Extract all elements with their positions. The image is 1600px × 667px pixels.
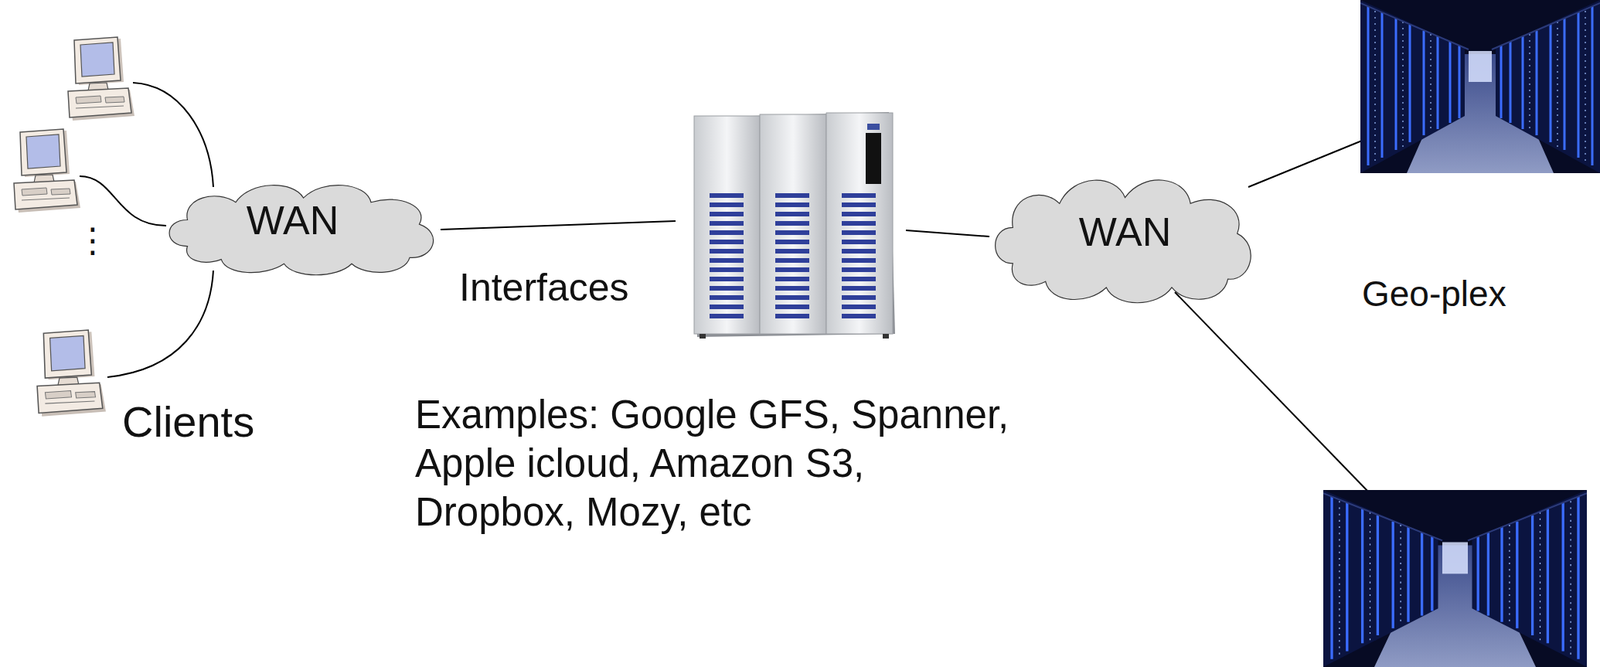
server-cabinet — [694, 112, 896, 339]
vent — [775, 285, 810, 291]
vent — [841, 193, 876, 198]
vent — [775, 267, 810, 273]
vent — [841, 267, 876, 273]
vent — [709, 258, 744, 263]
vent — [775, 211, 810, 217]
vent — [841, 230, 876, 235]
vent — [709, 276, 744, 282]
vent — [775, 230, 810, 235]
vent — [841, 248, 876, 254]
vent — [709, 230, 744, 235]
vent — [709, 285, 744, 291]
vent — [775, 304, 810, 310]
network-wire — [440, 140, 1369, 492]
computer-icon — [68, 37, 135, 121]
vent — [841, 313, 876, 319]
examples-note: Examples: Google GFS, Spanner, Apple icl… — [415, 390, 1030, 537]
vent — [709, 304, 744, 310]
vent — [709, 248, 744, 254]
interface-label: Interfaces — [459, 265, 630, 311]
group-label: Clients — [122, 397, 255, 447]
vent — [841, 276, 876, 282]
vent — [709, 239, 744, 245]
vent — [709, 267, 744, 273]
computer-icon — [37, 330, 106, 417]
ellipsis-mark: ⋮ — [75, 221, 110, 261]
vent — [709, 193, 744, 198]
datacenter-photo — [1360, 0, 1600, 174]
vent — [775, 248, 810, 254]
vent — [775, 258, 810, 263]
node-label: WAN — [1079, 208, 1172, 256]
vent — [775, 202, 810, 208]
vent — [841, 239, 876, 245]
vent — [841, 202, 876, 208]
node-label: WAN — [246, 197, 339, 244]
vent — [775, 239, 810, 245]
vent — [841, 304, 876, 310]
datacenter-photo — [1323, 490, 1587, 667]
wan-cloud: WAN — [158, 171, 449, 282]
vent — [841, 221, 876, 226]
vent — [841, 285, 876, 291]
vent — [709, 295, 744, 300]
vent — [709, 211, 744, 217]
wan-cloud: WAN — [984, 161, 1266, 312]
vent — [775, 221, 810, 226]
vent — [775, 193, 810, 198]
geoplex-label: Geo-plex — [1361, 273, 1507, 315]
vent — [841, 258, 876, 263]
vent — [841, 295, 876, 300]
vent — [709, 313, 744, 319]
vent — [775, 295, 810, 300]
vent — [709, 221, 744, 226]
vent — [775, 276, 810, 282]
vent — [775, 313, 810, 319]
vent — [841, 211, 876, 217]
computer-icon — [13, 129, 81, 213]
vent — [709, 202, 744, 208]
